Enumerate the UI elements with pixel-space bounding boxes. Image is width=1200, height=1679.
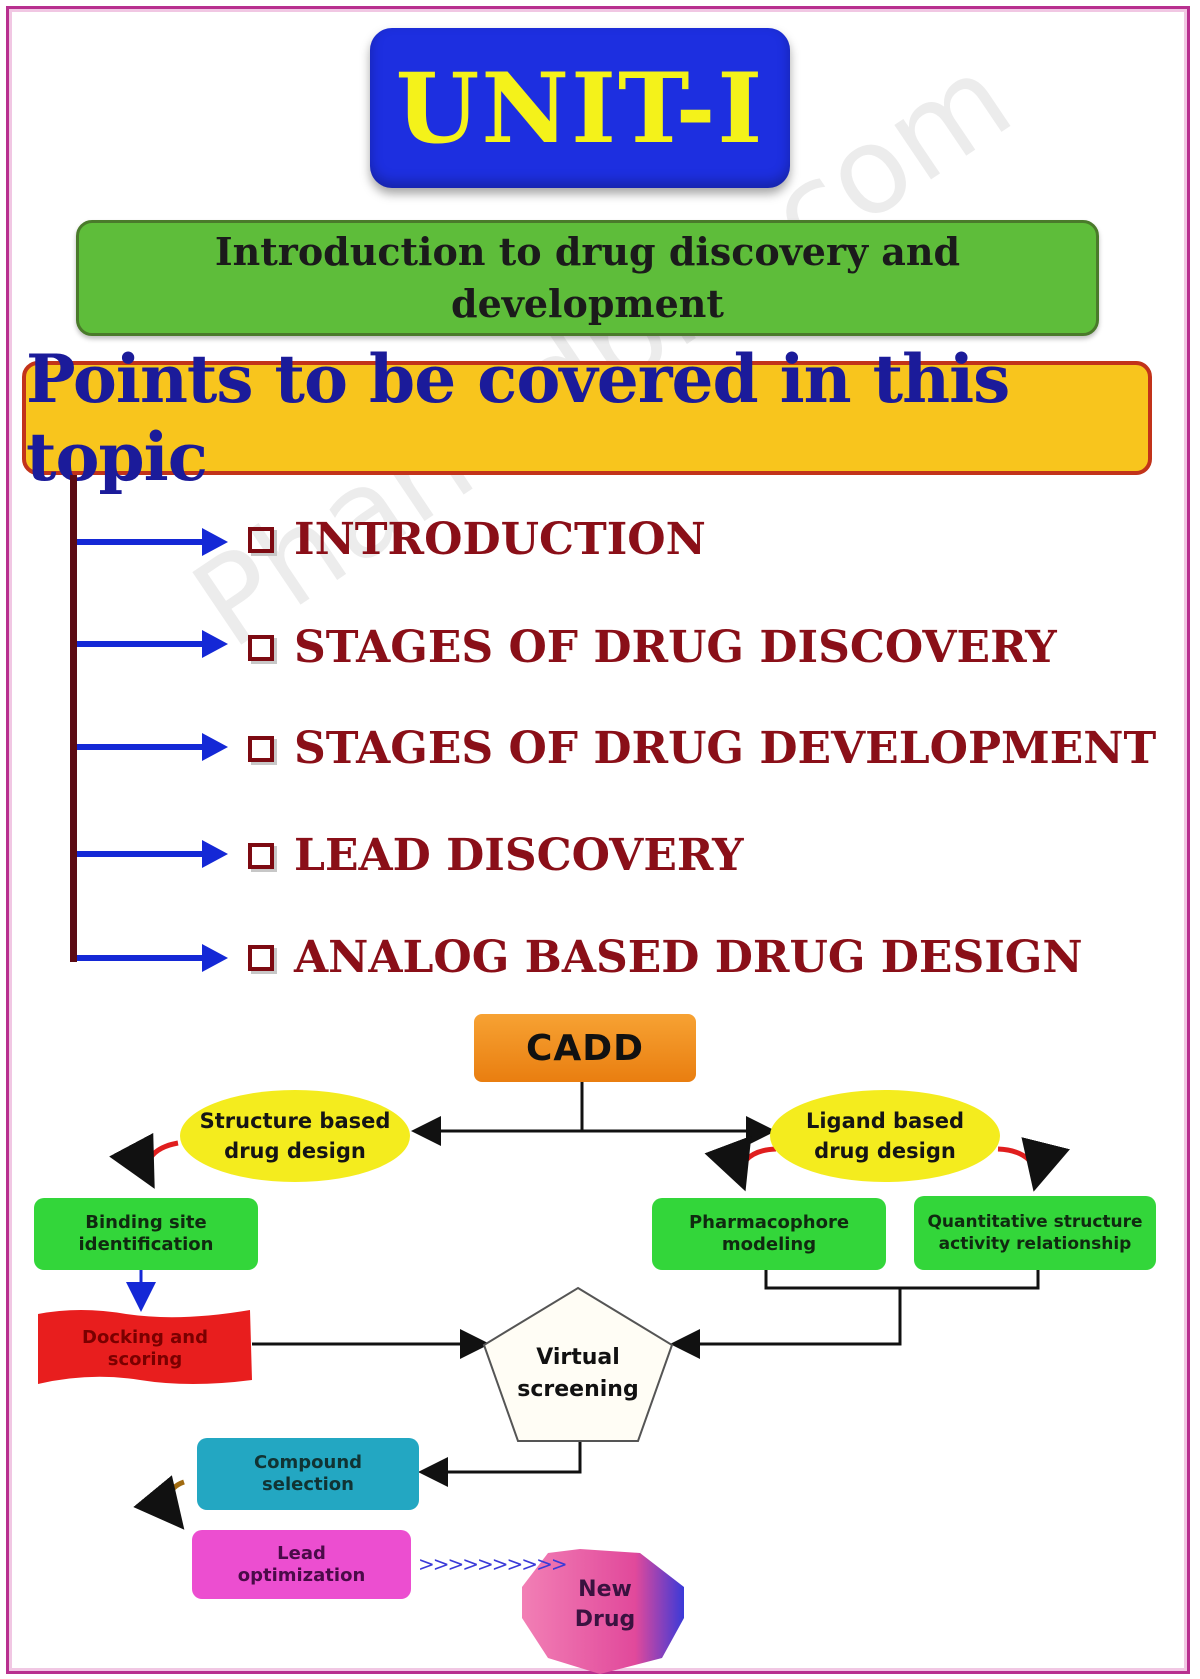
virtual-screening-node: Virtual screening <box>504 1336 652 1412</box>
point-label: LEAD DISCOVERY <box>294 830 744 881</box>
lead-optimization-label: Lead optimization <box>237 1542 366 1586</box>
arrow-icon <box>77 733 228 761</box>
binding-site-label: Binding site identification <box>78 1212 214 1255</box>
pharmacophore-node: Pharmacophore modeling <box>652 1198 886 1270</box>
structure-based-node: Structure based drug design <box>180 1090 410 1182</box>
unit-subtitle-box: Introduction to drug discovery and devel… <box>76 220 1099 336</box>
checkbox-icon <box>248 842 274 869</box>
checkbox-icon <box>248 634 274 661</box>
point-label: INTRODUCTION <box>294 514 706 565</box>
pharmacophore-label: Pharmacophore modeling <box>688 1212 850 1255</box>
unit-subtitle: Introduction to drug discovery and devel… <box>214 229 961 326</box>
lead-optimization-node: Lead optimization <box>192 1530 411 1599</box>
arrow-icon <box>77 630 228 658</box>
qsar-shape <box>914 1196 1156 1270</box>
points-heading-box: Points to be covered in this topic <box>22 340 1152 496</box>
curved-arrow-icon <box>704 1135 777 1192</box>
point-item-drug-discovery: STAGES OF DRUG DISCOVERY <box>248 622 1057 673</box>
point-item-analog-design: ANALOG BASED DRUG DESIGN <box>248 932 1083 983</box>
curved-arrow-icon <box>997 1137 1070 1192</box>
ligand-based-node: Ligand based drug design <box>770 1090 1000 1182</box>
unit-title: UNIT-I <box>395 51 765 165</box>
connector-line <box>764 1270 1040 1290</box>
qsar-label: Quantitative structure activity relation… <box>927 1212 1143 1254</box>
compound-selection-label: Compound selection <box>253 1452 363 1495</box>
curved-arrow-icon <box>133 1475 185 1530</box>
docking-label: Docking and scoring <box>82 1327 208 1370</box>
point-item-lead-discovery: LEAD DISCOVERY <box>248 830 743 881</box>
virtual-screening-shape <box>482 1286 674 1442</box>
checkbox-icon <box>248 944 274 971</box>
unit-title-box: UNIT-I <box>370 28 790 188</box>
new-drug-label: New Drug <box>574 1577 636 1632</box>
pharmacophore-shape <box>652 1198 886 1270</box>
arrow-icon <box>77 528 228 556</box>
structure-based-label: Structure based drug design <box>199 1109 391 1163</box>
checkbox-icon <box>248 735 274 762</box>
docking-shape <box>38 1310 252 1384</box>
binding-site-node: Binding site identification <box>34 1198 258 1270</box>
point-item-introduction: INTRODUCTION <box>248 514 706 565</box>
virtual-screening-label: Virtual screening <box>517 1345 639 1402</box>
new-drug-shape <box>522 1549 684 1674</box>
binding-site-shape <box>34 1198 258 1270</box>
arrow-icon <box>77 840 228 868</box>
connector-spine <box>70 475 77 962</box>
point-label: STAGES OF DRUG DEVELOPMENT <box>294 723 1157 774</box>
point-item-drug-development: STAGES OF DRUG DEVELOPMENT <box>248 723 1156 774</box>
new-drug-node: New Drug <box>540 1560 670 1650</box>
ligand-based-label: Ligand based drug design <box>805 1109 965 1163</box>
checkbox-icon <box>248 526 274 553</box>
compound-selection-node: Compound selection <box>197 1438 419 1510</box>
curved-arrow-icon <box>109 1132 179 1189</box>
point-label: STAGES OF DRUG DISCOVERY <box>294 622 1057 673</box>
docking-node: Docking and scoring <box>38 1314 252 1384</box>
point-label: ANALOG BASED DRUG DESIGN <box>294 932 1083 983</box>
qsar-node: Quantitative structure activity relation… <box>914 1196 1156 1270</box>
arrow-icon <box>77 944 228 972</box>
chevron-arrows-icon: >>>>>>>>>> <box>418 1552 568 1576</box>
connector-arrow <box>418 1441 582 1487</box>
cadd-node: CADD <box>474 1014 696 1082</box>
points-heading: Points to be covered in this topic <box>26 340 1010 496</box>
connector-arrow <box>670 1288 902 1359</box>
